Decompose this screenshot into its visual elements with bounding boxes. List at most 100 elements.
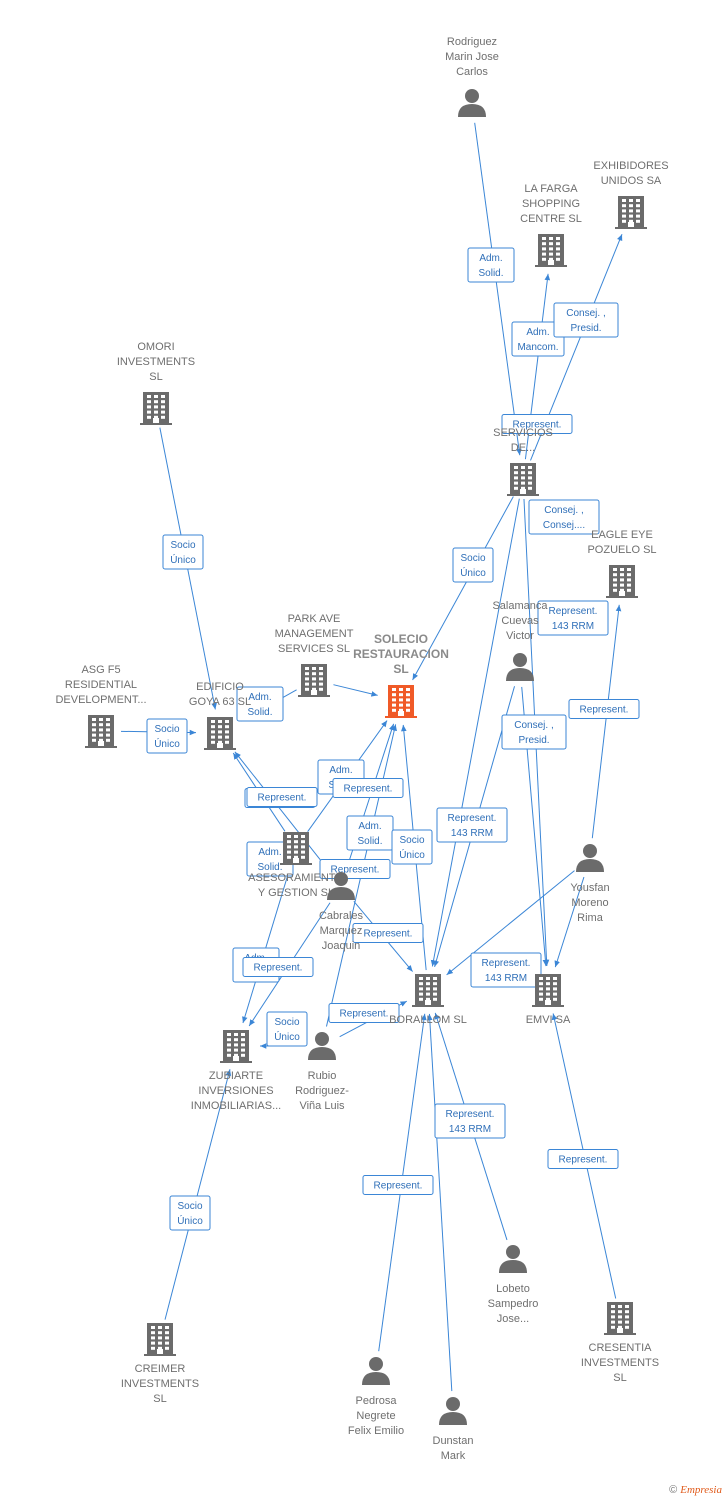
node-label: MANAGEMENT [275, 628, 354, 640]
edge-label-servicios-to-lafarga[interactable]: Adm.Mancom. [511, 321, 565, 357]
edge-label-pedrosa-to-borallom[interactable]: Represent.143 RRM [434, 1103, 506, 1139]
building-icon [412, 974, 444, 1007]
edge-label-text: Represent. [340, 1009, 389, 1020]
node-label: SERVICIOS [493, 427, 553, 439]
edge-label-yousfan-to-eagle[interactable]: Represent.143 RRM [537, 600, 609, 636]
edge-label-yousfan-to-emvi[interactable]: Represent. [568, 699, 640, 719]
node-label: Carlos [456, 66, 488, 78]
node-label: EMVI SA [526, 1014, 571, 1026]
node-borallom[interactable]: BORALLOM SL [389, 974, 467, 1026]
building-icon [604, 1302, 636, 1335]
node-label: SOLECIO [374, 632, 428, 646]
edge-label-text: Represent. [344, 784, 393, 795]
node-servicios[interactable]: SERVICIOS DE... [493, 427, 553, 496]
building-icon [532, 974, 564, 1007]
node-asgf5[interactable]: ASG F5RESIDENTIALDEVELOPMENT... [55, 664, 147, 748]
edge-label-dunstan-to-borallom[interactable]: Represent. [362, 1175, 434, 1195]
edge-label-text: Represent. [513, 420, 562, 431]
node-label: Joaquin [322, 940, 361, 952]
building-icon [85, 715, 117, 748]
edge-label-servicios-to-borallom[interactable]: Consej. ,Consej.... [528, 499, 600, 535]
edge-label-servicios-to-exhibidores[interactable]: Consej. ,Presid. [553, 302, 619, 338]
building-icon [144, 1323, 176, 1356]
node-label: Lobeto [496, 1283, 530, 1295]
edge-label-servicios-to-emvi[interactable]: Represent. [501, 414, 573, 434]
edge-servicios-to-borallom [430, 498, 520, 967]
footer-credit: © Empresia [669, 1484, 722, 1496]
edge-label-rodriguez-to-servicios[interactable]: Adm.Solid. [467, 247, 515, 283]
edge-label-text: Adm. [479, 253, 502, 264]
node-label: DEVELOPMENT... [55, 694, 146, 706]
edge-label-text: Represent. [374, 1181, 423, 1192]
node-label: Marin Jose [445, 51, 499, 63]
node-lobeto[interactable]: LobetoSampedroJose... [488, 1245, 539, 1325]
node-label: DE... [511, 442, 535, 454]
edge-label-text: Socio [274, 1017, 299, 1028]
node-label: LA FARGA [524, 183, 578, 195]
node-label: INMOBILIARIAS... [191, 1100, 281, 1112]
edge-label-rubio-to-solecio[interactable]: Represent. [242, 957, 314, 977]
node-label: Pedrosa [356, 1395, 398, 1407]
edge-rodriguez-to-servicios [474, 122, 522, 456]
node-label: RESIDENTIAL [65, 679, 137, 691]
edge-label-text: Socio [460, 553, 485, 564]
node-emvi[interactable]: EMVI SA [526, 974, 571, 1026]
node-zubiarte[interactable]: ZUBIARTEINVERSIONESINMOBILIARIAS... [191, 1030, 281, 1112]
edge-label-text: Único [274, 1030, 300, 1043]
edge-label-rubio-to-borallom[interactable]: Represent. [332, 778, 404, 798]
edge-label-text: Mancom. [517, 342, 558, 353]
building-icon [140, 392, 172, 425]
node-label: Jose... [497, 1313, 529, 1325]
edge-cabrales-to-edificio [234, 751, 329, 871]
node-label: ASESORAMIENTO [248, 872, 344, 884]
edge-label-text: Adm. [258, 847, 281, 858]
edge-label-asesoramiento-to-solecio[interactable]: Adm.Solid. [346, 815, 394, 851]
edge-label-yousfan-to-borallom[interactable]: Represent.143 RRM [470, 952, 542, 988]
edge-label-text: 143 RRM [449, 1124, 491, 1135]
node-label: Yousfan [570, 882, 609, 894]
edge-label-parkave-to-edificio[interactable]: Adm.Solid. [236, 686, 284, 722]
edge-label-cabrales-to-zubiarte[interactable]: Represent. [352, 923, 424, 943]
edge-label-text: 143 RRM [552, 621, 594, 632]
edge-label-salamanca-to-emvi[interactable]: Consej. ,Presid. [501, 714, 567, 750]
edge-label-cabrales-to-edificio[interactable]: Represent. [246, 787, 318, 807]
node-label: INVESTMENTS [117, 356, 195, 368]
building-icon [220, 1030, 252, 1063]
node-label: PARK AVE [288, 613, 341, 625]
node-label: Cabrales [319, 910, 364, 922]
node-asesoramiento[interactable]: ASESORAMIENTO Y GESTION SL [248, 832, 344, 899]
edge-label-text: 143 RRM [451, 828, 493, 839]
node-label: EXHIBIDORES [593, 160, 668, 172]
node-label: EAGLE EYE [591, 529, 653, 541]
edge-label-salamanca-to-borallom[interactable]: Represent.143 RRM [436, 807, 508, 843]
edge-label-lobeto-to-borallom[interactable]: Represent. [547, 1149, 619, 1169]
edge-label-text: Represent. [254, 963, 303, 974]
node-label: EDIFICIO [196, 681, 244, 693]
node-label: Y GESTION SL [258, 887, 334, 899]
edge-label-rubio-to-zubiarte[interactable]: Represent. [328, 1003, 400, 1023]
brand-name[interactable]: Empresia [680, 1484, 722, 1496]
